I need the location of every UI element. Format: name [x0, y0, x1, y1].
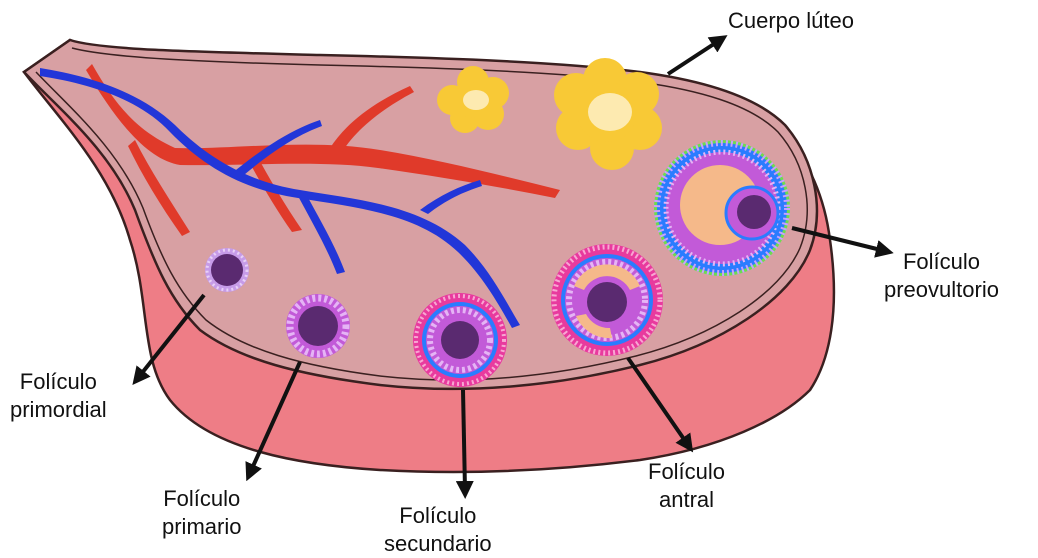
- follicle-primordial: [205, 248, 249, 292]
- follicle-antral: [551, 244, 663, 356]
- label-folliculo-secundario: Folículo secundario: [384, 502, 492, 558]
- follicle-primary: [286, 294, 350, 358]
- follicle-preovulatory: [654, 140, 790, 276]
- arrow-cuerpo-luteo: [668, 40, 720, 74]
- follicle-secondary: [413, 293, 507, 387]
- label-folliculo-primordial: Folículo primordial: [10, 368, 107, 424]
- arrow-secundario: [463, 390, 465, 490]
- label-folliculo-primario: Folículo primario: [162, 485, 241, 541]
- label-folliculo-antral: Folículo antral: [648, 458, 725, 514]
- label-cuerpo-luteo: Cuerpo lúteo: [728, 7, 854, 35]
- label-folliculo-preovultorio: Folículo preovultorio: [884, 248, 999, 304]
